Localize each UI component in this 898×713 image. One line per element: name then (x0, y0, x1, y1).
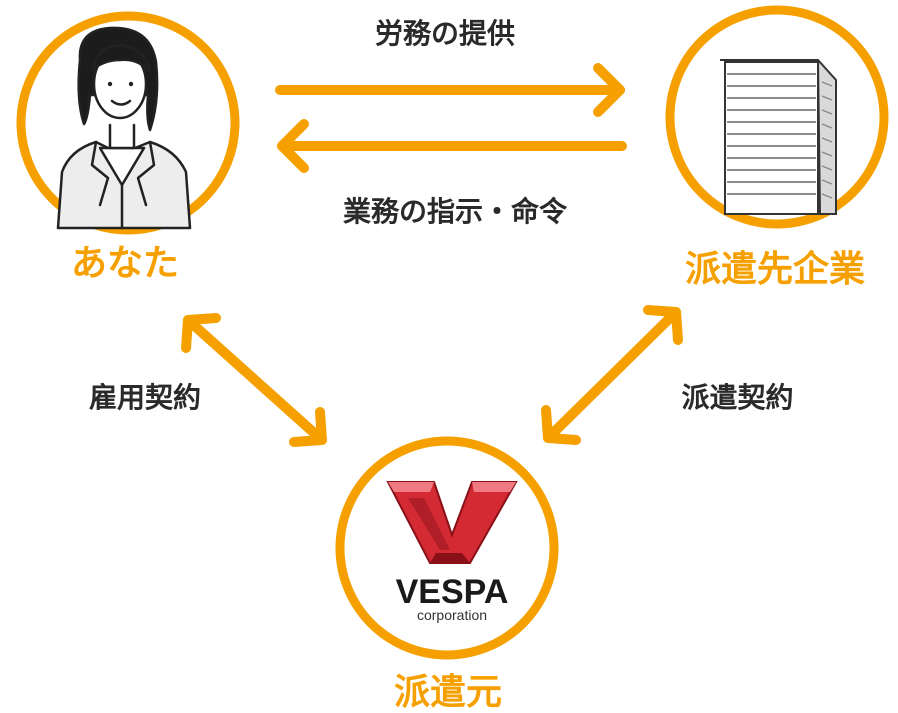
employment-arrow (181, 313, 327, 447)
you-node-label: あなた (70, 243, 179, 284)
client-node-label: 派遣先企業 (684, 249, 865, 290)
building-icon (720, 59, 837, 215)
labor-edge-label: 労務の提供 (374, 17, 515, 50)
dispatch-contract-arrow (541, 305, 683, 445)
person-icon (56, 26, 192, 230)
employment-edge-label: 雇用契約 (88, 381, 201, 414)
vespa-logo-text: VESPA (396, 573, 509, 611)
vespa-logo: VESPA corporation (386, 481, 518, 623)
instruction-arrow (277, 119, 627, 173)
instruction-edge-label: 業務の指示・命令 (342, 195, 567, 228)
labor-arrow (275, 63, 625, 117)
vespa-logo-subtext: corporation (417, 607, 487, 623)
dispatcher-node-label: 派遣元 (393, 672, 502, 713)
dispatch-contract-edge-label: 派遣契約 (681, 381, 794, 414)
